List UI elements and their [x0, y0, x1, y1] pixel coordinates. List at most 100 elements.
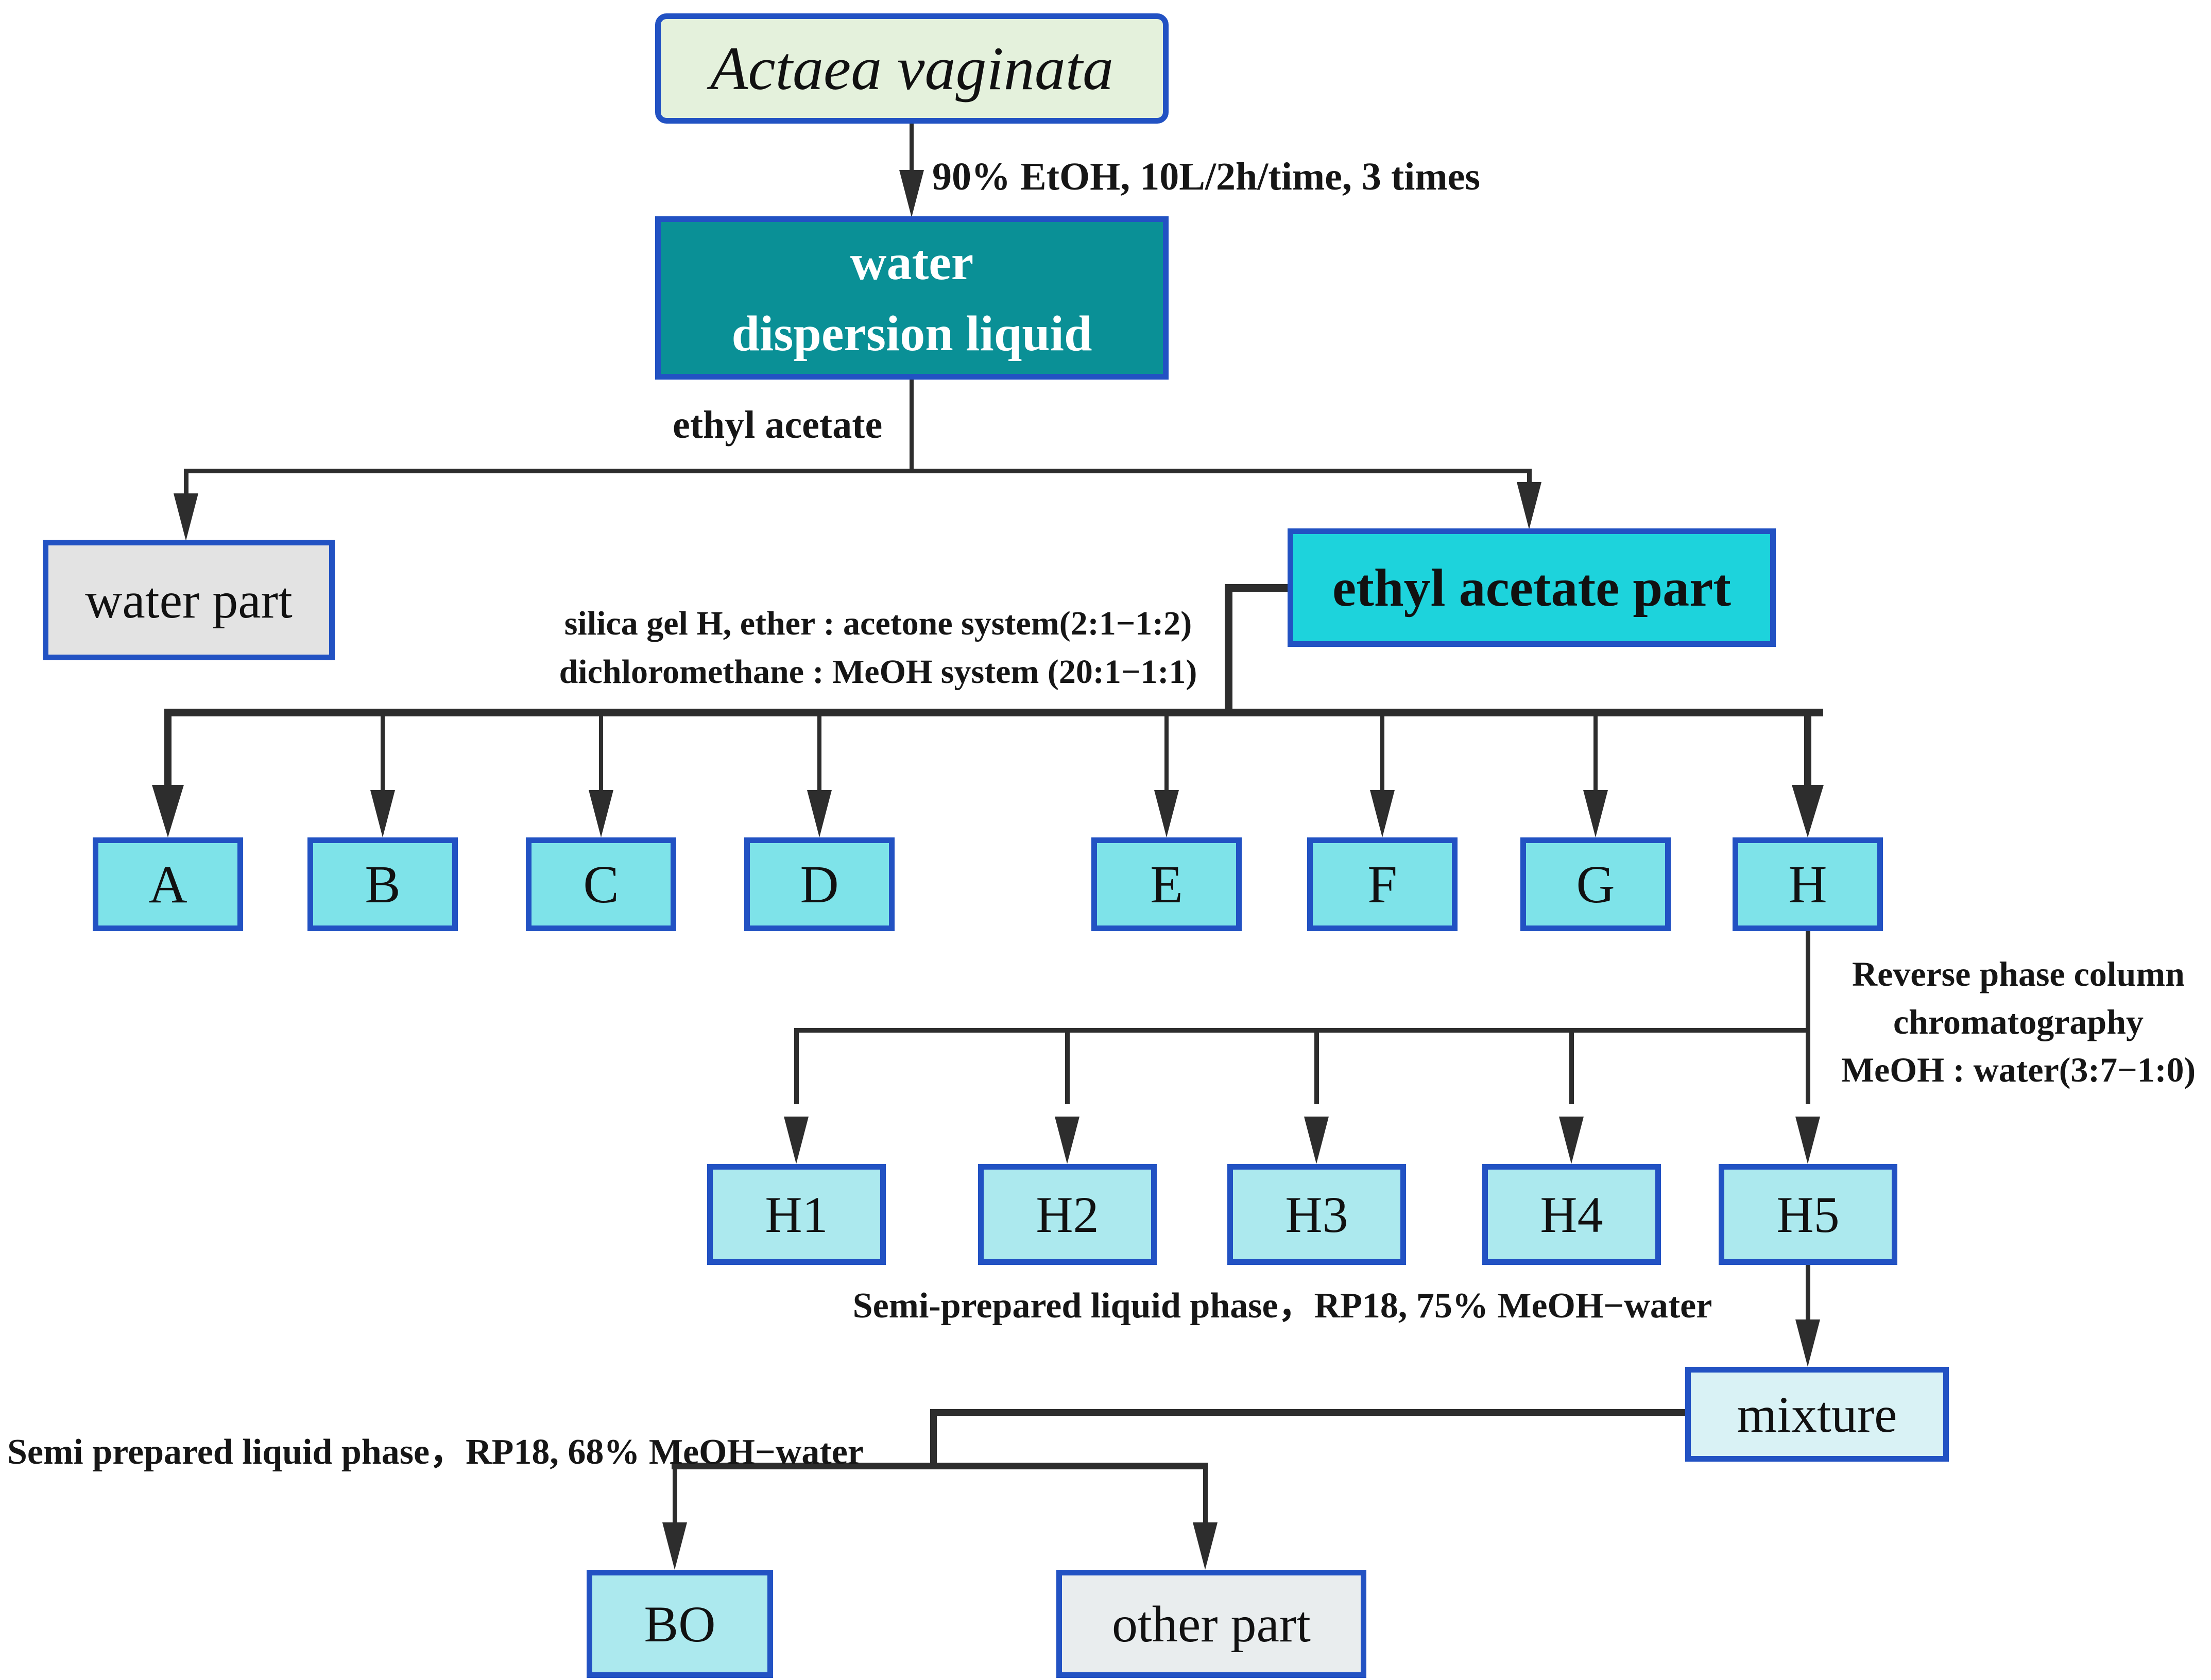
connector-drop-water-part [184, 469, 188, 498]
annotation-ethyl-acetate: ethyl acetate [673, 403, 883, 447]
connector-drop-a [164, 716, 172, 788]
annotation-semi-prepared-75: Semi-prepared liquid phase，RP18, 75% MeO… [852, 1286, 1712, 1326]
connector-drop-d [817, 716, 821, 793]
connector-drop-e [1164, 716, 1169, 793]
fraction-h-label: H [1788, 854, 1827, 914]
fraction-f-label: F [1367, 854, 1397, 914]
arrowhead-into-d [807, 790, 832, 837]
node-fraction-g: G [1520, 837, 1671, 931]
node-fraction-c: C [526, 837, 676, 931]
node-ethyl-acetate-part-label: ethyl acetate part [1332, 558, 1731, 618]
arrowhead-into-h [1792, 785, 1824, 837]
fraction-a-label: A [148, 854, 187, 914]
connector-drop-h3 [1314, 1032, 1319, 1104]
annotation-silica-gel: silica gel H, ether : acetone system(2:1… [510, 599, 1246, 696]
node-fraction-d: D [744, 837, 895, 931]
annotation-reverse-line2: chromatography [1893, 1002, 2144, 1041]
arrowhead-into-b [370, 790, 395, 837]
connector-partition-bar [184, 469, 1531, 473]
arrowhead-into-water-dispersion [899, 170, 924, 217]
node-bo-label: BO [644, 1595, 716, 1653]
node-actaea-vaginata-label: Actaea vaginata [710, 34, 1114, 102]
arrowhead-into-a [152, 785, 184, 837]
node-subfraction-h3: H3 [1227, 1164, 1406, 1265]
arrowhead-into-c [589, 790, 613, 837]
node-mixture-label: mixture [1737, 1385, 1897, 1443]
connector-drop-c [599, 716, 603, 793]
fraction-e-label: E [1150, 854, 1183, 914]
node-fraction-h: H [1733, 837, 1883, 931]
subfraction-h3-label: H3 [1285, 1186, 1348, 1243]
connector-fraction-bar [164, 709, 1823, 716]
arrowhead-into-ethyl-acetate-part [1517, 482, 1541, 529]
arrowhead-into-other-part [1193, 1522, 1218, 1570]
connector-drop-h5 [1806, 1032, 1810, 1104]
arrowhead-into-e [1154, 790, 1179, 837]
arrowhead-into-mixture [1795, 1319, 1820, 1367]
connector-drop-h [1804, 716, 1811, 788]
connector-source-stem [910, 122, 914, 176]
connector-drop-g [1593, 716, 1598, 793]
node-other-part-label: other part [1112, 1595, 1311, 1653]
subfraction-h4-label: H4 [1540, 1186, 1603, 1243]
fraction-d-label: D [800, 854, 839, 914]
node-water-dispersion-line2: dispersion liquid [731, 305, 1092, 362]
fraction-c-label: C [583, 854, 619, 914]
annotation-reverse-line1: Reverse phase column [1852, 954, 2185, 993]
node-other-part: other part [1056, 1570, 1366, 1678]
connector-drop-ethyl-acetate-part [1527, 469, 1532, 486]
node-water-part: water part [43, 540, 335, 660]
node-fraction-b: B [307, 837, 458, 931]
subfraction-h1-label: H1 [765, 1186, 828, 1243]
connector-h-stem [1806, 931, 1810, 1032]
node-subfraction-h1: H1 [707, 1164, 886, 1265]
annotation-silica-line2: dichloromethane : MeOH system (20:1−1:1) [559, 653, 1197, 691]
node-fraction-f: F [1307, 837, 1458, 931]
connector-drop-other-part [1203, 1468, 1208, 1525]
node-actaea-vaginata: Actaea vaginata [655, 13, 1169, 124]
subfraction-h2-label: H2 [1036, 1186, 1099, 1243]
connector-drop-h4 [1569, 1032, 1574, 1104]
arrowhead-into-f [1370, 790, 1395, 837]
connector-mixture-riser [930, 1409, 937, 1469]
annotation-reverse-phase: Reverse phase column chromatography MeOH… [1826, 950, 2211, 1094]
arrowhead-into-h3 [1304, 1117, 1329, 1164]
arrowhead-into-h1 [784, 1117, 809, 1164]
connector-h5-stem [1806, 1265, 1810, 1327]
connector-drop-h1 [794, 1032, 799, 1104]
arrowhead-into-h5 [1795, 1117, 1820, 1164]
connector-mixture-horizontal [930, 1409, 1685, 1416]
node-fraction-e: E [1091, 837, 1242, 931]
fraction-g-label: G [1576, 854, 1615, 914]
connector-drop-bo [673, 1468, 677, 1525]
node-fraction-a: A [93, 837, 243, 931]
connector-dispersion-stem [910, 379, 914, 472]
arrowhead-into-water-part [174, 493, 198, 541]
node-mixture: mixture [1685, 1367, 1949, 1462]
fraction-b-label: B [365, 854, 401, 914]
connector-eap-stub [1225, 584, 1289, 592]
arrowhead-into-h4 [1559, 1117, 1584, 1164]
node-subfraction-h5: H5 [1719, 1164, 1897, 1265]
node-bo: BO [587, 1570, 773, 1678]
node-water-part-label: water part [85, 571, 293, 629]
node-ethyl-acetate-part: ethyl acetate part [1288, 528, 1776, 647]
annotation-semi-prepared-68: Semi prepared liquid phase，RP18, 68% MeO… [7, 1432, 864, 1472]
connector-subfraction-bar [794, 1028, 1810, 1033]
subfraction-h5-label: H5 [1776, 1186, 1840, 1243]
node-water-dispersion-line1: water [850, 234, 974, 290]
connector-drop-f [1380, 716, 1384, 793]
connector-eap-riser [1225, 584, 1232, 715]
node-water-dispersion-liquid: water dispersion liquid [655, 216, 1169, 380]
annotation-reverse-line3: MeOH : water(3:7−1:0) [1841, 1050, 2196, 1089]
connector-final-bar [672, 1463, 1208, 1469]
node-subfraction-h2: H2 [978, 1164, 1157, 1265]
arrowhead-into-h2 [1055, 1117, 1079, 1164]
node-subfraction-h4: H4 [1482, 1164, 1661, 1265]
arrowhead-into-g [1583, 790, 1608, 837]
annotation-extraction-solvent: 90% EtOH, 10L/2h/time, 3 times [932, 155, 1480, 198]
annotation-silica-line1: silica gel H, ether : acetone system(2:1… [564, 605, 1192, 642]
arrowhead-into-bo [662, 1522, 687, 1570]
connector-drop-h2 [1065, 1032, 1070, 1104]
